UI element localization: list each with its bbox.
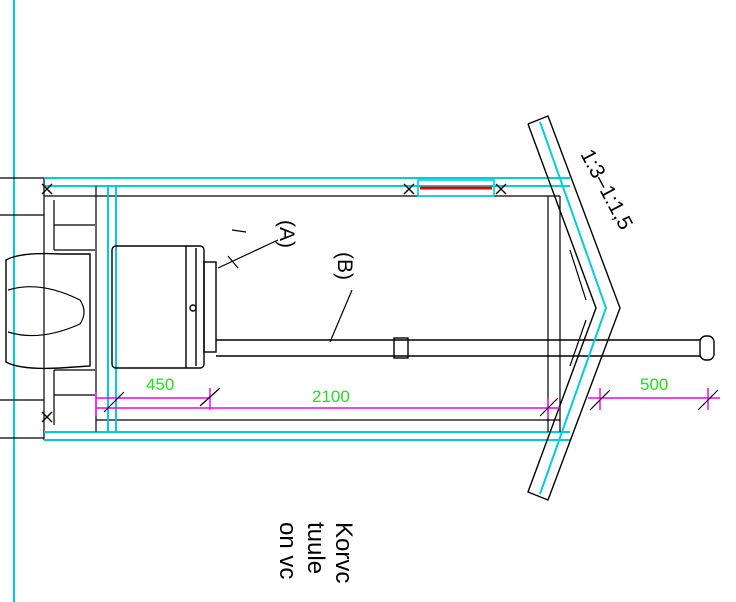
- cylinder-unit: [111, 245, 217, 369]
- vertical-posts: [95, 186, 561, 432]
- dim-500: 500: [640, 375, 668, 394]
- equipment-head: [5, 252, 91, 370]
- roof-shape: [527, 115, 621, 501]
- callout-a: (A): [275, 220, 298, 248]
- x-marks: [41, 183, 507, 423]
- note-line-1: Korvc: [330, 522, 357, 583]
- frame-bottom: [44, 419, 570, 441]
- note-line-3: on vc: [274, 522, 301, 579]
- note-line-2: tuule: [302, 522, 329, 574]
- left-structure: [0, 177, 95, 440]
- red-pipe-segment: [417, 179, 495, 197]
- dim-2100: 2100: [312, 387, 350, 406]
- equipment-head-inner: [7, 286, 85, 337]
- slope-label: 1:3–1:1,5: [576, 146, 637, 234]
- callout-b: (B): [333, 252, 356, 280]
- leaders: [217, 229, 353, 343]
- rod: [216, 335, 715, 361]
- dimension-ticks: [103, 387, 719, 417]
- dim-450: 450: [146, 375, 174, 394]
- dimension-lines: [95, 388, 720, 418]
